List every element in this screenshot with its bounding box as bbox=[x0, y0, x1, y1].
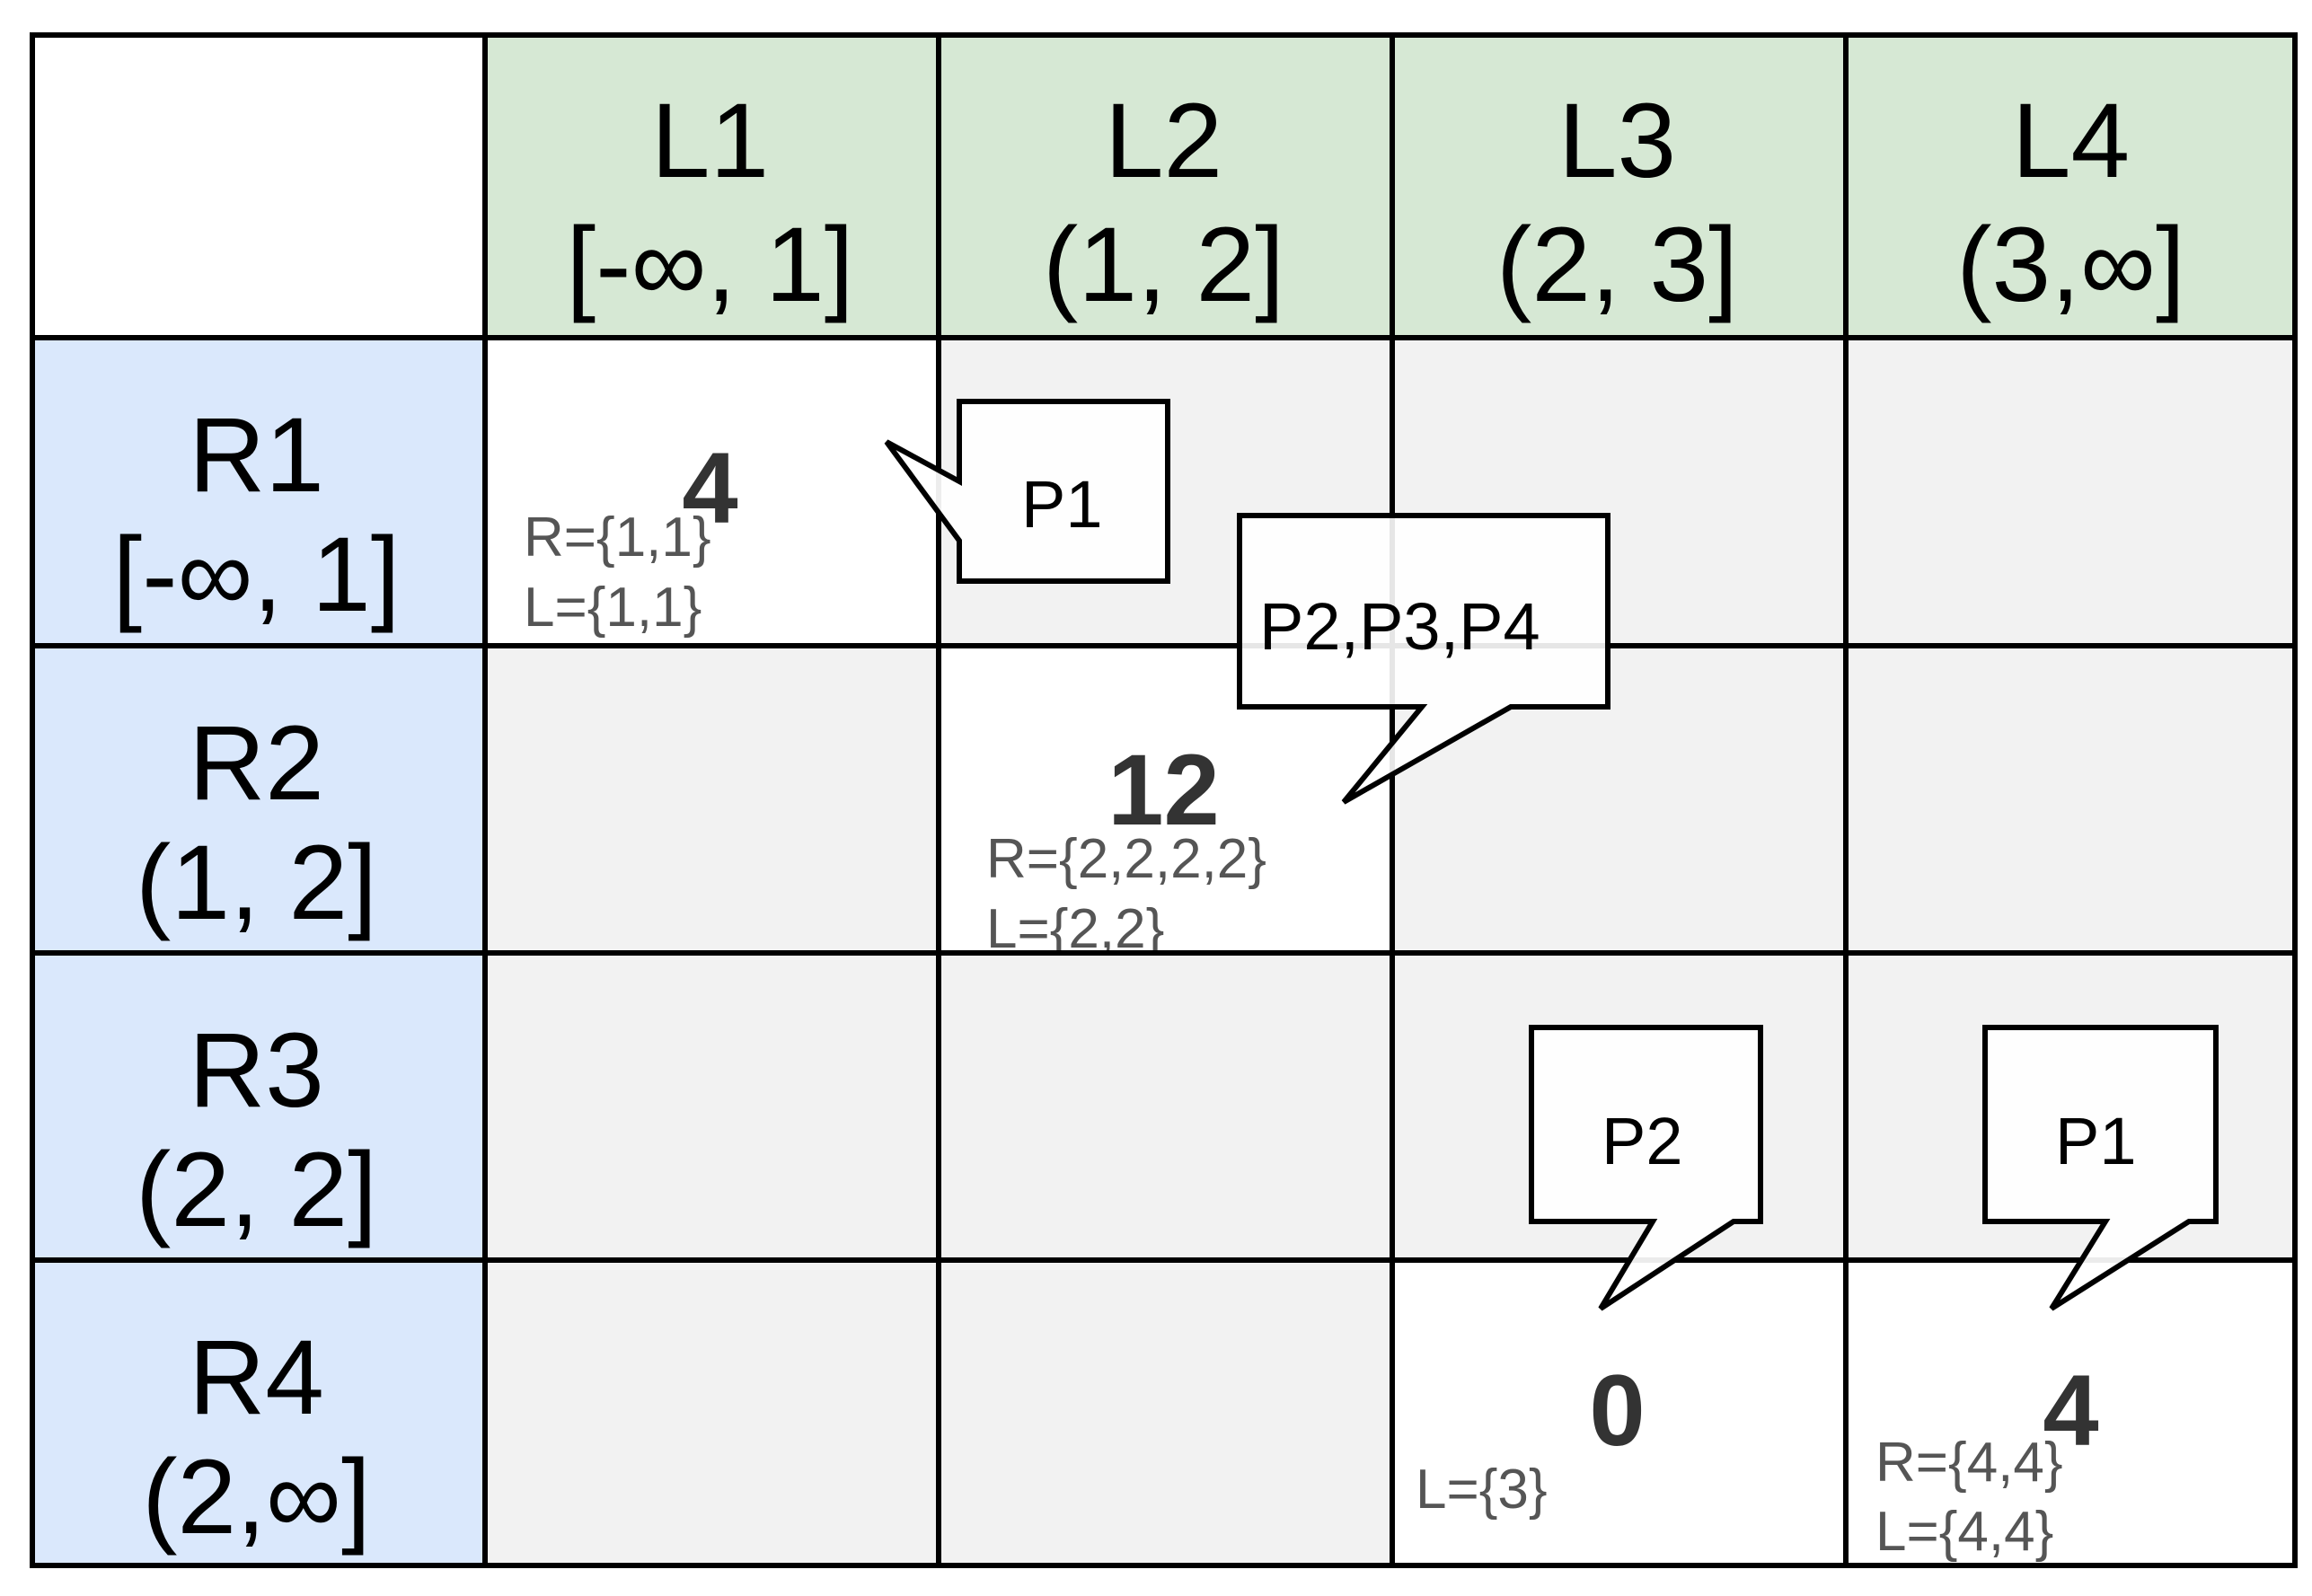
callout-label-p1-r1: P1 bbox=[1021, 467, 1103, 542]
column-name: L1 bbox=[650, 82, 770, 200]
cell-r-set: R={2,2,2,2} bbox=[986, 828, 1266, 890]
cell-r4-l3: 0 L={3} bbox=[1390, 1260, 1844, 1568]
column-range: (1, 2] bbox=[1043, 206, 1284, 324]
callout-p2-r4 bbox=[1529, 1025, 1763, 1311]
cell-l-set: L={3} bbox=[1416, 1459, 1548, 1521]
cell-r2-l1 bbox=[483, 646, 937, 953]
partition-grid: L1 [-∞, 1] L2 (1, 2] L3 (2, 3] L4 (3,∞] … bbox=[30, 32, 2298, 1568]
row-name: R1 bbox=[189, 396, 324, 515]
cell-value: 12 bbox=[1107, 734, 1220, 846]
row-header-r3: R3 (2, 2] bbox=[30, 953, 483, 1260]
cell-r-set: R={1,1} bbox=[524, 507, 711, 569]
grid-border bbox=[30, 32, 2298, 1568]
cell-r4-l2 bbox=[937, 1260, 1390, 1568]
cell-r1-l4 bbox=[1844, 338, 2298, 646]
row-header-r4: R4 (2,∞] bbox=[30, 1260, 483, 1568]
callout-label-p2-r4: P2 bbox=[1602, 1104, 1683, 1178]
cell-r1-l1: 4 R={1,1} L={1,1} bbox=[483, 338, 937, 646]
column-range: (2, 3] bbox=[1496, 206, 1738, 324]
cell-r3-l2 bbox=[937, 953, 1390, 1260]
row-header-r2: R2 (1, 2] bbox=[30, 646, 483, 953]
column-name: L2 bbox=[1104, 82, 1223, 200]
row-name: R3 bbox=[189, 1011, 324, 1130]
cell-l-set: L={4,4} bbox=[1875, 1501, 2054, 1563]
row-name: R2 bbox=[189, 704, 324, 823]
column-name: L4 bbox=[2011, 82, 2131, 200]
column-header-l3: L3 (2, 3] bbox=[1390, 32, 1844, 338]
row-name: R4 bbox=[189, 1318, 324, 1437]
cell-r4-l1 bbox=[483, 1260, 937, 1568]
callout-p1-r1 bbox=[884, 399, 1170, 584]
corner-cell bbox=[30, 32, 483, 338]
cell-value: 0 bbox=[1589, 1354, 1646, 1467]
column-range: (3,∞] bbox=[1956, 206, 2185, 324]
cell-r3-l1 bbox=[483, 953, 937, 1260]
cell-value: 4 bbox=[682, 432, 738, 544]
row-range: [-∞, 1] bbox=[112, 516, 401, 634]
row-header-r1: R1 [-∞, 1] bbox=[30, 338, 483, 646]
cell-l-set: L={1,1} bbox=[524, 577, 702, 639]
column-header-l1: L1 [-∞, 1] bbox=[483, 32, 937, 338]
callout-label-p1-r4: P1 bbox=[2055, 1104, 2137, 1178]
row-range: (2,∞] bbox=[142, 1438, 371, 1556]
callout-p2-p3-p4 bbox=[1237, 513, 1610, 805]
cell-r2-l4 bbox=[1844, 646, 2298, 953]
callout-label-p2-p3-p4: P2,P3,P4 bbox=[1259, 589, 1540, 664]
column-header-l4: L4 (3,∞] bbox=[1844, 32, 2298, 338]
row-range: (1, 2] bbox=[136, 824, 377, 942]
column-header-l2: L2 (1, 2] bbox=[937, 32, 1390, 338]
row-range: (2, 2] bbox=[136, 1131, 377, 1249]
cell-value: 4 bbox=[2043, 1354, 2099, 1467]
cell-l-set: L={2,2} bbox=[986, 898, 1165, 960]
cell-r4-l4: 4 R={4,4} L={4,4} bbox=[1844, 1260, 2298, 1568]
cell-r-set: R={4,4} bbox=[1875, 1432, 2063, 1494]
column-range: [-∞, 1] bbox=[566, 206, 854, 324]
callout-p1-r4 bbox=[1982, 1025, 2219, 1311]
column-name: L3 bbox=[1558, 82, 1677, 200]
